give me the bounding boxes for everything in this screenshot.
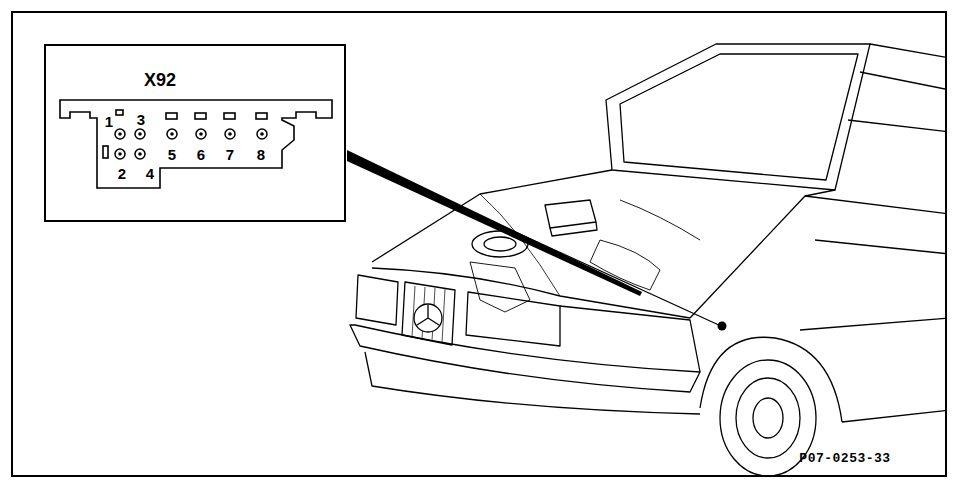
- pin-number: 4: [146, 166, 154, 181]
- pin-number: 5: [168, 147, 176, 162]
- label-holder: 6: [197, 147, 205, 162]
- text-holder: X92: [144, 71, 176, 89]
- inset-box: X92: [44, 44, 346, 222]
- label-holder: 7: [226, 147, 234, 162]
- pin-sockets: [115, 129, 267, 159]
- pin-number: 7: [226, 147, 234, 162]
- pin-number: 1: [105, 114, 113, 129]
- label-holder: 5: [168, 147, 176, 162]
- pin-centres: [118, 132, 264, 156]
- pin-number: 3: [137, 112, 145, 127]
- label-holder: P07-0253-33: [799, 452, 890, 465]
- pin-number: 8: [257, 147, 265, 162]
- label-holder: 2: [118, 166, 126, 181]
- inset-ground: [44, 44, 346, 222]
- label-holder: 1: [105, 114, 113, 129]
- outer-frame: [12, 12, 946, 476]
- label-holder: 4: [146, 166, 154, 181]
- label-holder: 3: [137, 112, 145, 127]
- figure-code: P07-0253-33: [799, 452, 890, 465]
- pin-number: 6: [197, 147, 205, 162]
- leader-line: [347, 155, 721, 326]
- location-dot: [718, 322, 727, 331]
- connector-housing: [60, 100, 332, 188]
- pin-number: 2: [118, 166, 126, 181]
- label-holder: 8: [257, 147, 265, 162]
- connector-name: X92: [144, 71, 176, 89]
- car-drawing: [350, 44, 945, 475]
